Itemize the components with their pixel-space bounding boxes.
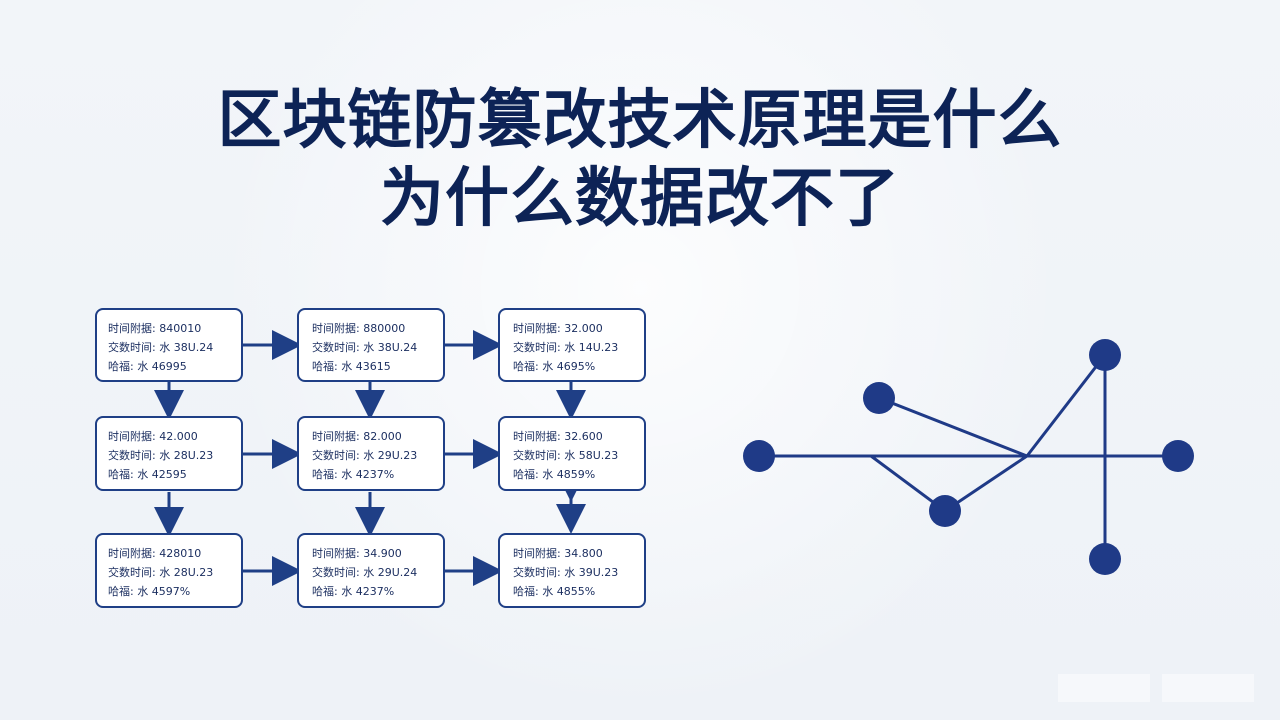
block-5-hash: 哈福: 水 4237% [312, 467, 394, 481]
network-node-top-right [1089, 339, 1121, 371]
block-7-hash: 哈福: 水 4597% [108, 584, 190, 598]
block-9-hash: 哈福: 水 4855% [513, 584, 595, 598]
edge-lower-center [944, 454, 1028, 513]
corner-watermark-box-left [1058, 674, 1150, 702]
block-9-transactions: 交数时间: 水 39U.23 [513, 565, 618, 579]
block-8-timestamp: 时间附据: 34.900 [312, 546, 402, 560]
page-title: 区块链防篡改技术原理是什么 为什么数据改不了 [0, 82, 1280, 238]
block-1-hash: 哈福: 水 46995 [108, 359, 187, 373]
network-node-bottom-right [1089, 543, 1121, 575]
block-8-hash: 哈福: 水 4237% [312, 584, 394, 598]
block-5: 时间附据: 82.000 交数时间: 水 29U.23 哈福: 水 4237% [297, 416, 445, 491]
block-2-transactions: 交数时间: 水 38U.24 [312, 340, 417, 354]
network-node-upper-left [863, 382, 895, 414]
block-3: 时间附据: 32.000 交数时间: 水 14U.23 哈福: 水 4695% [498, 308, 646, 382]
block-3-timestamp: 时间附据: 32.000 [513, 321, 603, 335]
title-line-1: 区块链防篡改技术原理是什么 [217, 84, 1063, 158]
block-2-timestamp: 时间附据: 880000 [312, 321, 405, 335]
network-node-left [743, 440, 775, 472]
network-graph [743, 339, 1194, 575]
block-6-transactions: 交数时间: 水 58U.23 [513, 448, 618, 462]
edge-top-center [1025, 354, 1107, 457]
block-1-transactions: 交数时间: 水 38U.24 [108, 340, 213, 354]
block-8: 时间附据: 34.900 交数时间: 水 29U.24 哈福: 水 4237% [297, 533, 445, 608]
block-6: 时间附据: 32.600 交数时间: 水 58U.23 哈福: 水 4859% [498, 416, 646, 491]
edge-upper-left-center [878, 396, 1028, 458]
title-line-2: 为什么数据改不了 [380, 162, 900, 236]
block-9: 时间附据: 34.800 交数时间: 水 39U.23 哈福: 水 4855% [498, 533, 646, 608]
block-4-hash: 哈福: 水 42595 [108, 467, 187, 481]
block-3-hash: 哈福: 水 4695% [513, 359, 595, 373]
block-6-timestamp: 时间附据: 32.600 [513, 429, 603, 443]
block-7: 时间附据: 428010 交数时间: 水 28U.23 哈福: 水 4597% [95, 533, 243, 608]
block-4-transactions: 交数时间: 水 28U.23 [108, 448, 213, 462]
block-2-hash: 哈福: 水 43615 [312, 359, 391, 373]
block-9-timestamp: 时间附据: 34.800 [513, 546, 603, 560]
network-node-lower-center [929, 495, 961, 527]
block-3-transactions: 交数时间: 水 14U.23 [513, 340, 618, 354]
block-5-transactions: 交数时间: 水 29U.23 [312, 448, 417, 462]
network-node-right [1162, 440, 1194, 472]
block-1: 时间附据: 840010 交数时间: 水 38U.24 哈福: 水 46995 [95, 308, 243, 382]
block-8-transactions: 交数时间: 水 29U.24 [312, 565, 417, 579]
block-1-timestamp: 时间附据: 840010 [108, 321, 201, 335]
block-7-timestamp: 时间附据: 428010 [108, 546, 201, 560]
corner-watermark-box-right [1162, 674, 1254, 702]
block-4-timestamp: 时间附据: 42.000 [108, 429, 198, 443]
block-5-timestamp: 时间附据: 82.000 [312, 429, 402, 443]
block-2: 时间附据: 880000 交数时间: 水 38U.24 哈福: 水 43615 [297, 308, 445, 382]
block-6-hash: 哈福: 水 4859% [513, 467, 595, 481]
block-7-transactions: 交数时间: 水 28U.23 [108, 565, 213, 579]
block-4: 时间附据: 42.000 交数时间: 水 28U.23 哈福: 水 42595 [95, 416, 243, 491]
